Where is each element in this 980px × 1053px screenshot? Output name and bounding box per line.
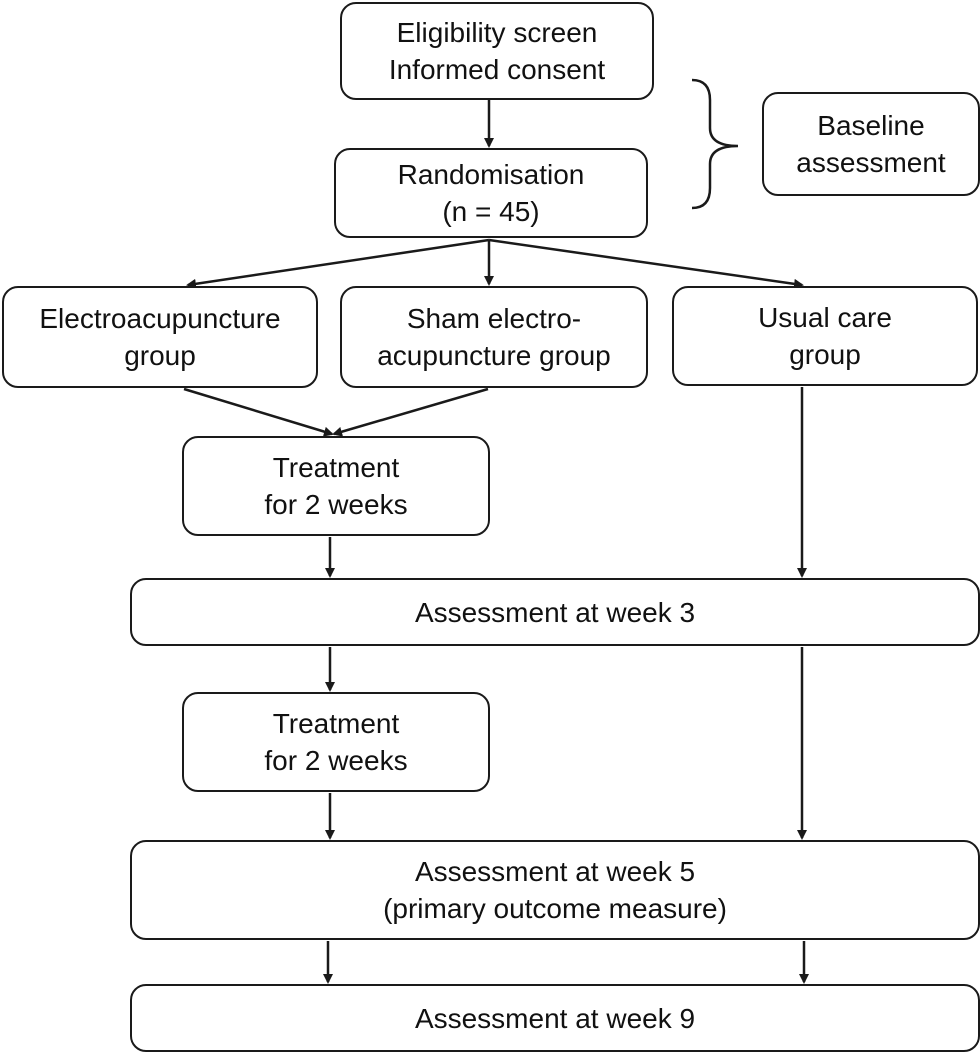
treatment-1-line-2: for 2 weeks	[264, 489, 408, 520]
treatment-1-node: Treatment for 2 weeks	[182, 436, 490, 536]
arrow-electroacupuncture-to-treatment-1	[183, 387, 334, 437]
electroacupuncture-line-2: group	[124, 340, 196, 371]
usual-care-line-2: group	[789, 339, 861, 370]
treatment-1-line-1: Treatment	[272, 452, 400, 483]
sham-group-node: Sham electro- acupuncture group	[340, 286, 648, 388]
treatment-2-line-2: for 2 weeks	[264, 745, 408, 776]
week9-line-1: Assessment at week 9	[414, 1002, 696, 1034]
arrow-randomisation-to-usual-care	[488, 238, 804, 289]
arrow-randomisation-to-electroacupuncture	[186, 238, 490, 289]
baseline-curly-brace	[691, 78, 739, 210]
baseline-line-1: Baseline	[817, 110, 925, 141]
baseline-assessment-node: Baseline assessment	[762, 92, 980, 196]
usual-care-group-node: Usual care group	[672, 286, 978, 386]
assessment-week5-node: Assessment at week 5 (primary outcome me…	[130, 840, 980, 940]
sham-line-1: Sham electro-	[406, 303, 582, 334]
week5-line-2: (primary outcome measure)	[383, 893, 727, 924]
randomisation-node: Randomisation (n = 45)	[334, 148, 648, 238]
electroacupuncture-group-node: Electroacupuncture group	[2, 286, 318, 388]
treatment-2-node: Treatment for 2 weeks	[182, 692, 490, 792]
assessment-week3-node: Assessment at week 3	[130, 578, 980, 646]
week5-line-1: Assessment at week 5	[414, 856, 696, 887]
assessment-week9-node: Assessment at week 9	[130, 984, 980, 1052]
week3-line-1: Assessment at week 3	[414, 596, 696, 628]
eligibility-node: Eligibility screen Informed consent	[340, 2, 654, 100]
arrow-sham-to-treatment-1	[332, 387, 489, 437]
randomisation-line-1: Randomisation	[397, 159, 585, 190]
baseline-line-2: assessment	[796, 147, 946, 178]
treatment-2-line-1: Treatment	[272, 708, 400, 739]
usual-care-line-1: Usual care	[758, 302, 892, 333]
electroacupuncture-line-1: Electroacupuncture	[39, 303, 281, 334]
eligibility-line-2: Informed consent	[388, 54, 606, 85]
randomisation-line-2: (n = 45)	[442, 196, 540, 227]
sham-line-2: acupuncture group	[377, 340, 611, 371]
eligibility-line-1: Eligibility screen	[396, 17, 598, 48]
